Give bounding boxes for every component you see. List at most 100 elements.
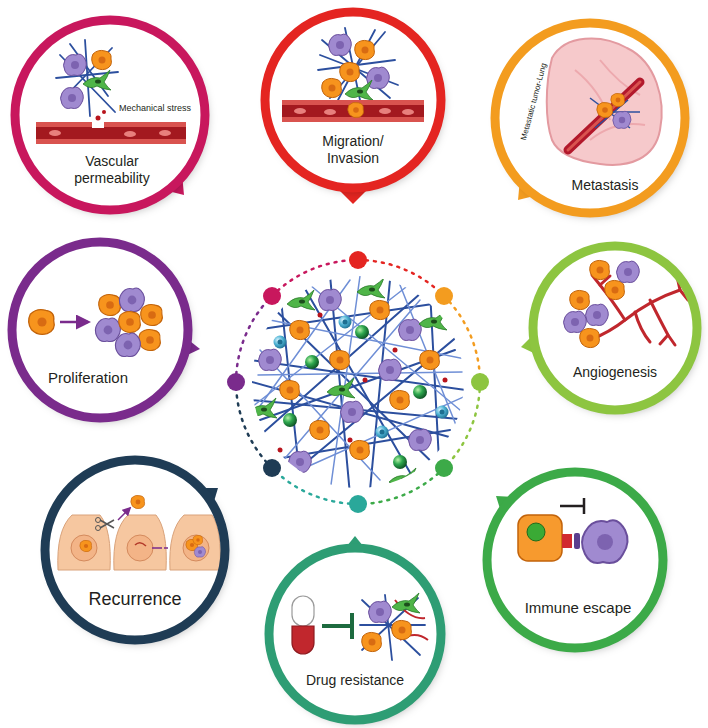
- vascular-illustration-part: [92, 50, 112, 69]
- circle-label: Vascular permeability: [57, 153, 167, 187]
- tumor-matrix-part: [339, 316, 352, 329]
- angiogenesis-illustration-part: [617, 261, 640, 282]
- label-holder: Recurrence: [65, 589, 205, 611]
- recurrence-illustration-part: [96, 526, 101, 531]
- drug-resistance-illustration-part: [392, 620, 412, 639]
- migration-illustration-part-part: [402, 109, 414, 115]
- tumor-matrix-part: [409, 429, 432, 450]
- immune-escape-illustration-part: [518, 515, 562, 561]
- hub-ring-part: [444, 296, 480, 382]
- tumor-matrix-part: [355, 325, 369, 339]
- angiogenesis-illustration-part: [586, 304, 609, 325]
- circle-grounds-part: [15, 20, 205, 210]
- circle-pointers: [164, 174, 540, 551]
- tumor-matrix-part-part: [318, 313, 323, 318]
- label-holder: Migration/ Invasion: [308, 133, 398, 167]
- immune-escape-illustration-part: [582, 520, 628, 563]
- recurrence-illustration-part: [193, 535, 203, 545]
- outcome-circle: Mechanical stressVascular permeability: [9, 14, 211, 216]
- vascular-illustration-part: [36, 122, 186, 144]
- tumor-matrix-part: [420, 350, 440, 369]
- angiogenesis-illustration-part: [605, 280, 625, 299]
- outcome-circle: Migration/ Invasion: [259, 6, 447, 194]
- tumor-matrix-part: [245, 275, 470, 495]
- tumor-matrix-part-part: [278, 448, 283, 453]
- tumor-matrix-part-part: [248, 284, 410, 410]
- vascular-illustration-part-part: [85, 40, 90, 116]
- circle-grounds-part: [269, 548, 441, 720]
- vascular-illustration-part-part: [159, 130, 171, 136]
- tumor-matrix-part: [259, 349, 282, 370]
- outcome-circle: Proliferation: [6, 236, 194, 424]
- tumor-matrix-part: [350, 440, 370, 459]
- hub-ring-part: [444, 382, 480, 468]
- tumor-matrix-part-part: [363, 378, 368, 383]
- migration-illustration-part: [282, 100, 424, 122]
- circle-ring: [45, 460, 225, 640]
- migration-illustration: [282, 28, 424, 122]
- drug-resistance-illustration-part: [392, 593, 420, 613]
- drug-resistance-illustration-part: [360, 595, 425, 660]
- recurrence-illustration-part: [100, 520, 114, 528]
- immune-escape-illustration: [518, 498, 628, 563]
- recurrence-illustration-part-part: [183, 535, 209, 561]
- recurrence-illustration-part: [58, 515, 221, 570]
- proliferation-illustration-part: [60, 321, 88, 324]
- tumor-matrix-part-part: [370, 280, 390, 490]
- hub-dots: [227, 251, 489, 513]
- recurrence-illustration-part-part: [127, 535, 153, 561]
- recurrence-illustration: [58, 495, 221, 570]
- tumor-matrix-part: [327, 378, 355, 398]
- tumor-matrix-part: [330, 350, 350, 369]
- recurrence-illustration-part: [118, 508, 130, 520]
- vascular-illustration-part: [83, 70, 111, 90]
- recurrence-illustration-part: [131, 495, 145, 508]
- migration-illustration-part: [355, 40, 375, 59]
- outcome-circle: Drug resistance: [263, 542, 447, 726]
- outcome-circle: Recurrence: [39, 454, 231, 646]
- hub-ring-part: [272, 260, 358, 296]
- sub-label: Metastatic tumor-Lung: [515, 47, 553, 156]
- tumor-matrix-part: [305, 355, 319, 369]
- recurrence-illustration-part: [194, 547, 205, 558]
- label-holder: Proliferation: [33, 369, 143, 387]
- hub-dots-part: [263, 287, 281, 305]
- immune-escape-illustration-part: [527, 523, 545, 541]
- tumor-matrix-part: [341, 401, 364, 422]
- immune-escape-illustration-part: [560, 498, 584, 514]
- drug-resistance-illustration-part: [369, 601, 392, 622]
- vascular-illustration-part-part: [124, 131, 136, 137]
- angiogenesis-illustration-part-part: [660, 335, 675, 345]
- circle-label: Proliferation: [33, 369, 143, 387]
- tumor-matrix-part-part: [258, 372, 462, 375]
- vascular-illustration-part-part: [49, 130, 61, 136]
- tumor-matrix-part: [376, 426, 389, 439]
- angiogenesis-illustration-part: [580, 328, 600, 347]
- tumor-matrix-part: [357, 278, 385, 298]
- migration-illustration-part: [282, 117, 424, 122]
- proliferation-illustration-part: [119, 288, 144, 312]
- hub-dots-part: [227, 373, 245, 391]
- hub-ring: [236, 260, 480, 504]
- recurrence-illustration-part: [152, 547, 168, 549]
- hub-dots-part: [471, 373, 489, 391]
- circle-grounds-part: [495, 23, 685, 213]
- migration-illustration-part: [345, 80, 373, 100]
- tumor-matrix-part: [319, 289, 342, 310]
- sub-label: Mechanical stress: [115, 103, 195, 114]
- metastasis-illustration-part: [597, 102, 613, 117]
- circle-grounds-part: [12, 242, 188, 418]
- recurrence-illustration-part: [80, 540, 92, 551]
- tumor-matrix-part: [248, 276, 470, 492]
- circle-pointers-part: [340, 191, 366, 204]
- proliferation-illustration-part: [119, 311, 141, 332]
- tumor-matrix-part: [393, 455, 407, 469]
- migration-illustration-part: [329, 34, 352, 55]
- tumor-matrix-part: [419, 310, 447, 330]
- circle-label: Drug resistance: [290, 672, 420, 689]
- proliferation-illustration-part: [95, 318, 120, 342]
- circle-label: Immune escape: [513, 599, 643, 617]
- vascular-illustration-part-part: [96, 116, 101, 121]
- circle-grounds-part: [533, 246, 697, 410]
- outcome-circle: Angiogenesis: [527, 240, 703, 416]
